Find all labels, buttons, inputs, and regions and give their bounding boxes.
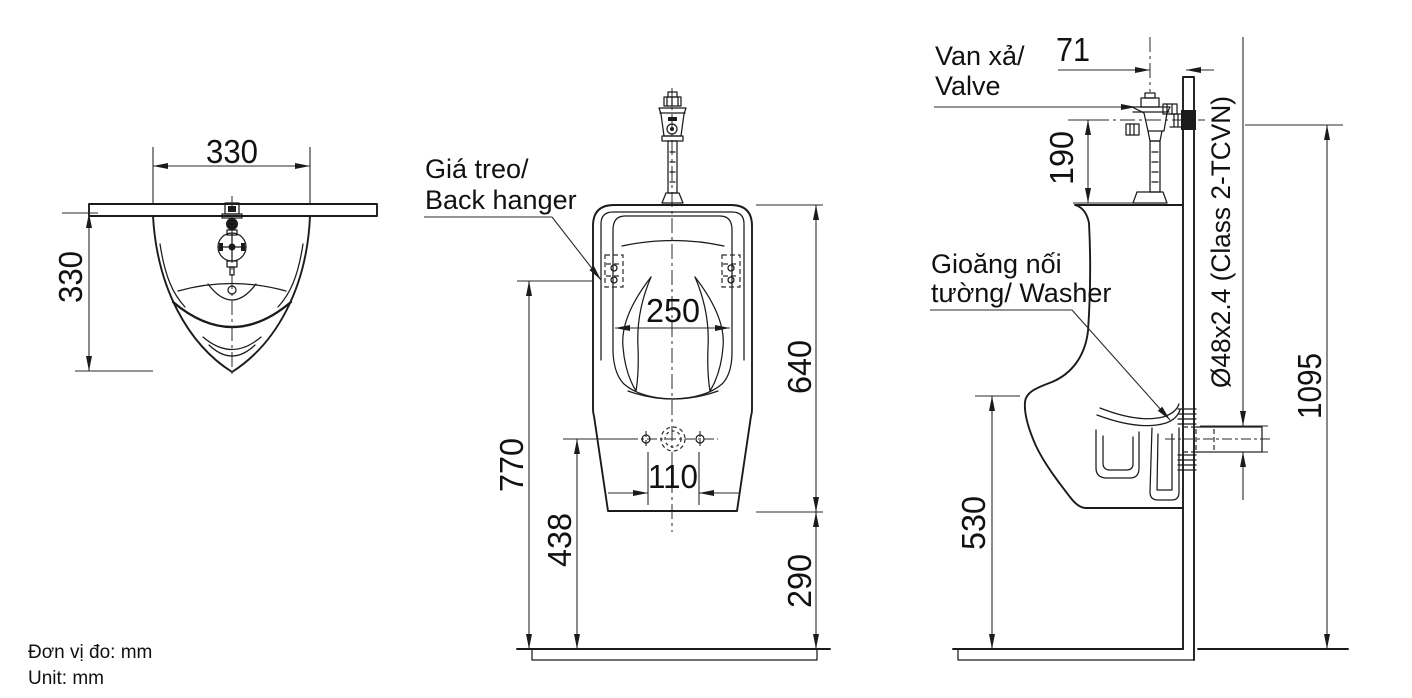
top-view-valve bbox=[217, 196, 247, 378]
unit-note-en: Unit: mm bbox=[28, 668, 104, 689]
front-view-valve bbox=[658, 91, 687, 204]
side-view-valve bbox=[1068, 37, 1205, 204]
hanger-leader-arrow bbox=[551, 216, 602, 281]
front-view-dim-spud-height: 438 bbox=[541, 438, 634, 649]
side-view-dim-lip-height: 530 bbox=[955, 395, 1020, 649]
top-view-dim-width: 330 bbox=[152, 133, 311, 203]
valve-label-line2: Valve bbox=[935, 71, 1001, 101]
dim-top-width: 330 bbox=[206, 133, 258, 170]
footer-unit-note: Đơn vị đo: mm Unit: mm bbox=[28, 642, 152, 689]
dim-bowl-width: 250 bbox=[646, 292, 700, 329]
front-view-bowl-opening bbox=[612, 215, 733, 400]
side-view-wall bbox=[1182, 76, 1195, 661]
side-view-body-profile bbox=[1023, 204, 1184, 509]
top-view: 330 330 bbox=[52, 133, 378, 378]
valve-label-line1: Van xả/ bbox=[935, 41, 1025, 71]
front-view: Giá treo/ Back hanger 250 640 290 770 bbox=[424, 88, 831, 661]
front-view-dim-bolt-spacing: 110 bbox=[608, 452, 739, 505]
dim-bolt-spacing: 110 bbox=[648, 458, 698, 495]
dim-spud-height: 438 bbox=[541, 513, 578, 567]
dim-body-height: 640 bbox=[781, 340, 818, 394]
side-view-drain-pipe bbox=[1165, 426, 1272, 453]
front-view-body bbox=[592, 204, 753, 512]
hanger-label-line2: Back hanger bbox=[425, 185, 577, 215]
front-view-dim-rim-height: 770 bbox=[493, 280, 592, 649]
top-view-dim-depth: 330 bbox=[52, 212, 153, 372]
dim-supply-height: 1095 bbox=[1291, 353, 1328, 419]
side-view-dim-supply-height: 1095 bbox=[1245, 124, 1343, 649]
front-view-dim-body-height: 640 bbox=[756, 204, 823, 513]
side-view-drain-spec: Ø48x2.4 (Class 2-TCVN) bbox=[1200, 37, 1268, 500]
top-view-wall-slab bbox=[88, 203, 378, 217]
front-view-hanger-right bbox=[721, 254, 741, 288]
front-view-dim-bowl-width: 250 bbox=[615, 292, 730, 331]
washer-label-line2: tường/ Washer bbox=[931, 278, 1111, 308]
front-view-hanger-label: Giá treo/ Back hanger bbox=[424, 154, 602, 281]
side-view: Van xả/ Valve Gioăng nối tường/ Washer 7… bbox=[930, 31, 1349, 661]
hanger-label-line1: Giá treo/ bbox=[425, 154, 529, 184]
side-view-washer-label: Gioăng nối tường/ Washer bbox=[930, 249, 1171, 421]
dim-bottom-clearance: 290 bbox=[781, 554, 818, 608]
unit-note-vi: Đơn vị đo: mm bbox=[28, 642, 152, 663]
dim-rim-height: 770 bbox=[493, 438, 530, 492]
dim-lip-height: 530 bbox=[955, 496, 992, 550]
dim-valve-height: 190 bbox=[1043, 131, 1080, 185]
washer-leader-arrow bbox=[1071, 309, 1171, 421]
side-view-dim-valve-offset: 71 bbox=[1056, 31, 1214, 73]
side-view-valve-label: Van xả/ Valve bbox=[934, 41, 1136, 110]
side-view-dim-valve-height: 190 bbox=[1043, 119, 1133, 204]
side-view-washer-hardware bbox=[1177, 408, 1197, 471]
dim-valve-offset: 71 bbox=[1056, 31, 1090, 68]
dim-top-depth: 330 bbox=[52, 251, 89, 303]
front-view-dim-bottom-clearance: 290 bbox=[781, 512, 819, 649]
drain-pipe-spec: Ø48x2.4 (Class 2-TCVN) bbox=[1206, 96, 1236, 388]
washer-label-line1: Gioăng nối bbox=[931, 249, 1062, 279]
front-view-hanger-left bbox=[604, 254, 624, 288]
front-view-spud bbox=[628, 426, 718, 452]
